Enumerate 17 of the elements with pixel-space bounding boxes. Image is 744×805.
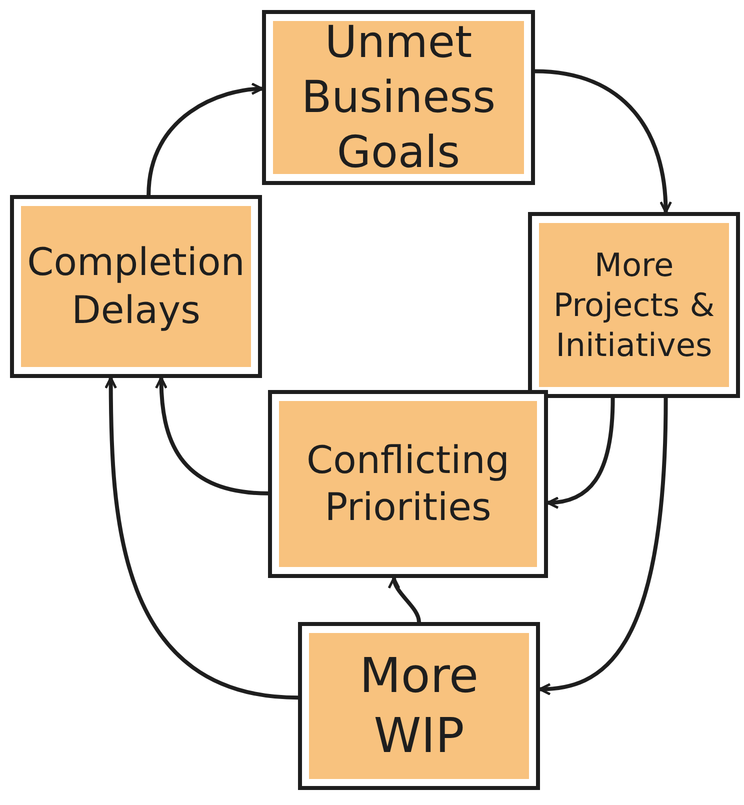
curved-arrow <box>155 376 270 496</box>
box-label: Completion Delays <box>26 239 246 334</box>
curved-arrow <box>389 576 421 624</box>
process-box <box>262 10 535 185</box>
process-box <box>528 212 740 398</box>
curved-arrow <box>146 83 264 197</box>
process-box <box>10 195 262 378</box>
curved-arrow <box>538 396 668 695</box>
box-label: Conflicting Priorities <box>306 436 510 531</box>
process-box <box>298 622 540 790</box>
process-box <box>268 390 548 578</box>
curved-arrow <box>546 396 615 508</box>
box-label: More WIP <box>358 647 480 766</box>
box-label: Unmet Business Goals <box>300 16 497 180</box>
curved-arrow <box>533 69 672 214</box>
box-label: More Projects & Initiatives <box>552 245 716 365</box>
curved-arrow <box>104 376 300 700</box>
